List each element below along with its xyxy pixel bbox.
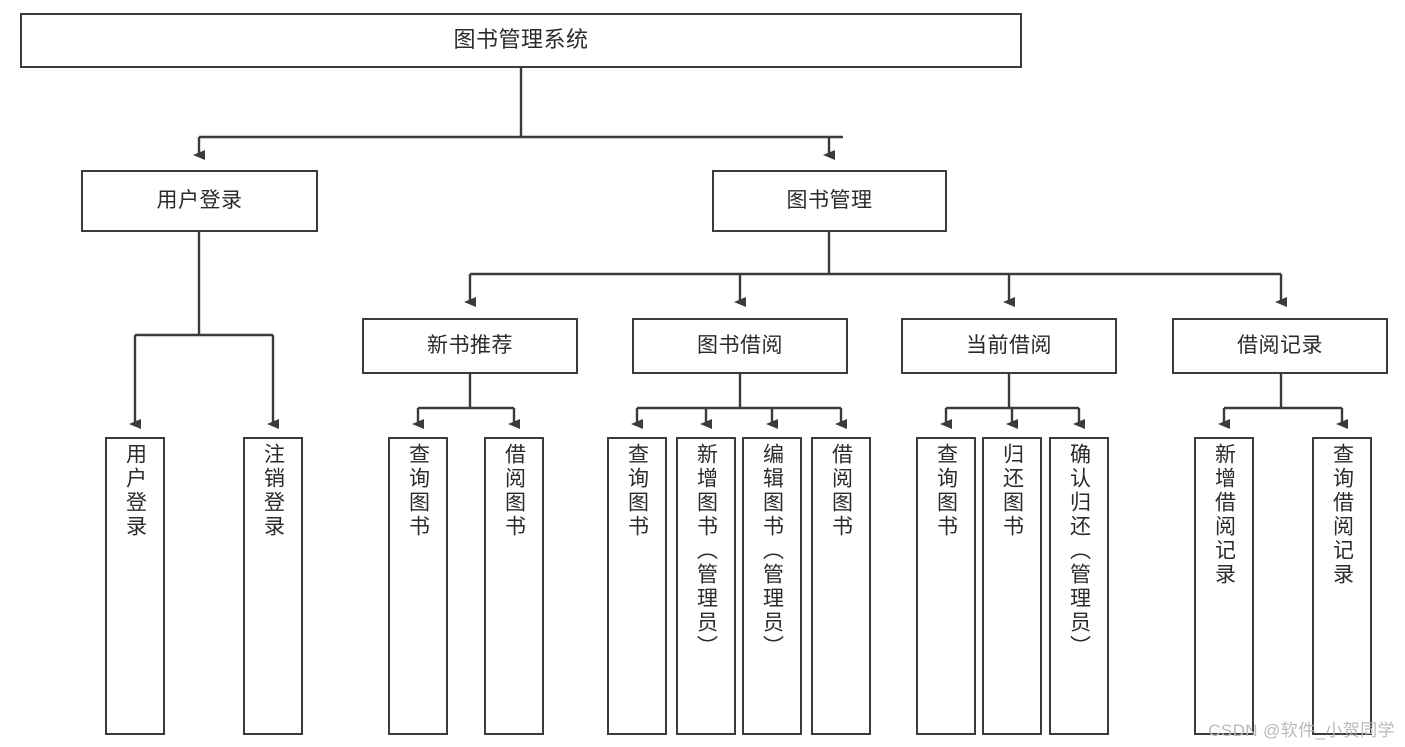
node-label: 借阅图书	[502, 443, 526, 539]
node-root-book-management-system[interactable]: 图书管理系统	[20, 13, 1022, 68]
node-book-management[interactable]: 图书管理	[712, 170, 947, 232]
node-label: 新增借阅记录	[1212, 443, 1236, 587]
node-label: 查询图书	[934, 443, 958, 539]
leaf-query-book-current[interactable]: 查询图书	[916, 437, 976, 735]
leaf-add-book-admin[interactable]: 新增图书（管理员）	[676, 437, 736, 735]
node-label: 当前借阅	[966, 334, 1052, 358]
node-label: 编辑图书（管理员）	[760, 443, 784, 659]
node-new-book-recommendation[interactable]: 新书推荐	[362, 318, 578, 374]
leaf-confirm-return-admin[interactable]: 确认归还（管理员）	[1049, 437, 1109, 735]
leaf-query-book-recommendation[interactable]: 查询图书	[388, 437, 448, 735]
node-label: 查询借阅记录	[1330, 443, 1354, 587]
node-label: 确认归还（管理员）	[1067, 443, 1091, 659]
node-user-login[interactable]: 用户登录	[81, 170, 318, 232]
leaf-borrow-book-recommendation[interactable]: 借阅图书	[484, 437, 544, 735]
node-label: 新书推荐	[427, 334, 513, 358]
node-label: 图书借阅	[697, 334, 783, 358]
node-label: 图书管理	[786, 189, 873, 213]
leaf-borrow-book[interactable]: 借阅图书	[811, 437, 871, 735]
node-current-borrow[interactable]: 当前借阅	[901, 318, 1117, 374]
node-book-borrow[interactable]: 图书借阅	[632, 318, 848, 374]
leaf-return-book[interactable]: 归还图书	[982, 437, 1042, 735]
leaf-add-borrow-record[interactable]: 新增借阅记录	[1194, 437, 1254, 735]
leaf-user-login[interactable]: 用户登录	[105, 437, 165, 735]
node-label: 借阅记录	[1237, 334, 1323, 358]
node-label: 用户登录	[156, 189, 243, 213]
node-label: 图书管理系统	[453, 27, 589, 53]
node-label: 归还图书	[1000, 443, 1024, 539]
node-label: 借阅图书	[829, 443, 853, 539]
node-label: 注销登录	[261, 443, 285, 539]
node-label: 新增图书（管理员）	[694, 443, 718, 659]
leaf-edit-book-admin[interactable]: 编辑图书（管理员）	[742, 437, 802, 735]
leaf-query-book-borrow[interactable]: 查询图书	[607, 437, 667, 735]
leaf-logout[interactable]: 注销登录	[243, 437, 303, 735]
node-label: 查询图书	[625, 443, 649, 539]
node-label: 用户登录	[123, 443, 147, 539]
leaf-query-borrow-record[interactable]: 查询借阅记录	[1312, 437, 1372, 735]
node-label: 查询图书	[406, 443, 430, 539]
node-borrow-record[interactable]: 借阅记录	[1172, 318, 1388, 374]
